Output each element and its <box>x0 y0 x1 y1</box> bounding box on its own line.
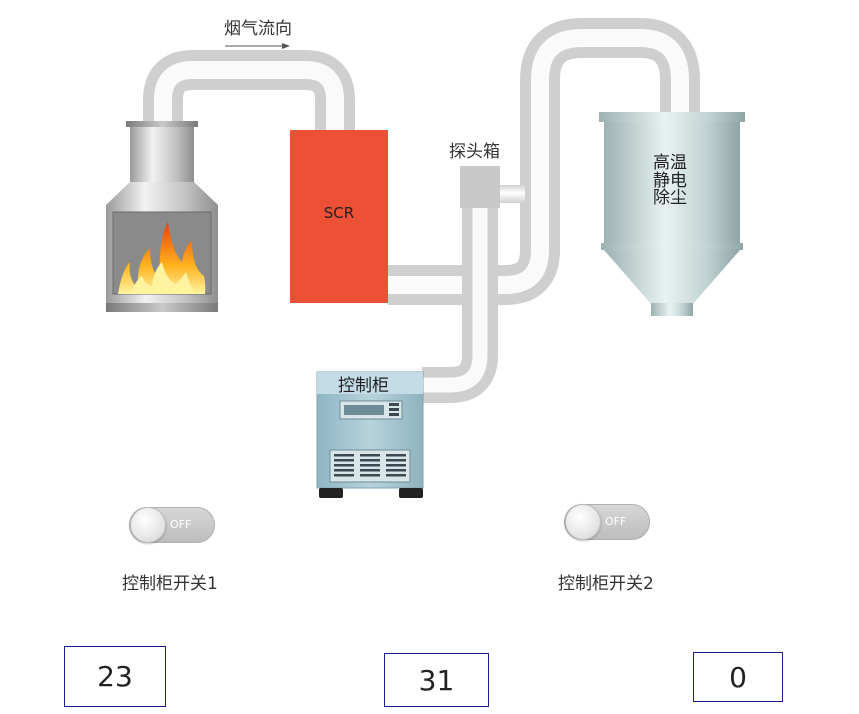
precipitator-label-1: 高温 <box>653 153 687 173</box>
scr-label: SCR <box>324 204 354 222</box>
furnace <box>106 121 218 312</box>
probe-box-label: 探头箱 <box>449 142 500 162</box>
readout-1-value: 23 <box>97 660 133 693</box>
scr-reactor <box>290 130 388 303</box>
readout-3: 0 <box>693 652 783 702</box>
readout-3-value: 0 <box>729 660 747 694</box>
probe-box <box>460 166 500 208</box>
precipitator-label-2: 静电 <box>653 171 687 191</box>
cabinet-switch-1-toggle[interactable]: OFF <box>129 507 215 543</box>
control-cabinet-label: 控制柜 <box>338 376 389 396</box>
electrostatic-precipitator <box>599 112 745 316</box>
readout-2-value: 31 <box>418 663 455 697</box>
precipitator-label-3: 除尘 <box>653 188 687 208</box>
readout-1: 23 <box>64 646 166 707</box>
cabinet-vent-icon <box>334 454 406 477</box>
flame-icon <box>118 222 206 294</box>
toggle-state: OFF <box>170 518 192 531</box>
toggle-knob <box>130 507 166 543</box>
cabinet-switch-1-label: 控制柜开关1 <box>122 574 218 594</box>
cabinet-switch-2-label: 控制柜开关2 <box>558 574 654 594</box>
toggle-knob <box>565 504 601 540</box>
toggle-state: OFF <box>605 515 627 528</box>
pipe-network <box>143 18 700 403</box>
flow-arrow <box>225 43 290 49</box>
control-cabinet <box>316 371 424 498</box>
cabinet-switch-2-toggle[interactable]: OFF <box>564 504 650 540</box>
readout-2: 31 <box>384 653 489 707</box>
flue-flow-label: 烟气流向 <box>224 19 292 39</box>
